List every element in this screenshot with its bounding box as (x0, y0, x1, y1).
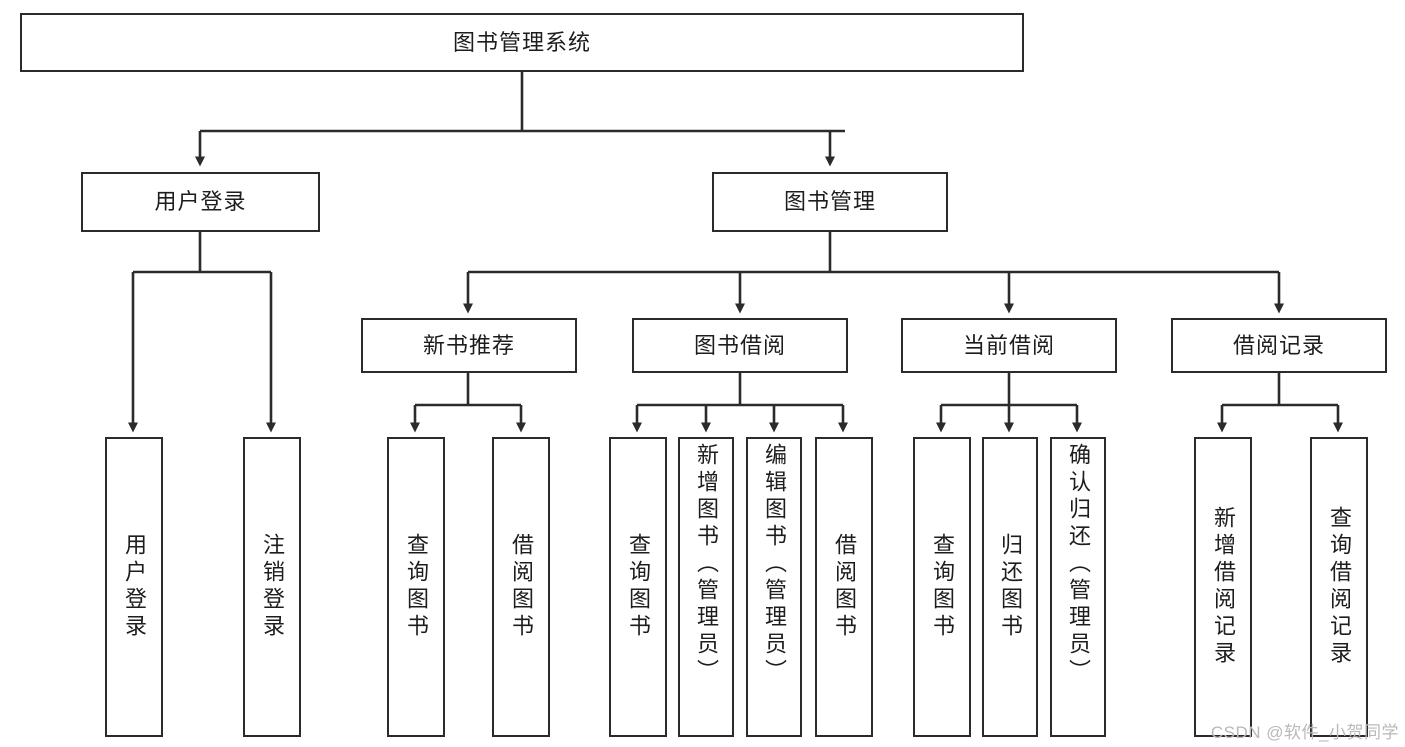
node-borrow-record-label: 借阅记录 (1232, 332, 1325, 358)
node-leaf-logout[interactable]: 注销登录 (243, 437, 301, 737)
node-book-borrow-label: 图书借阅 (693, 332, 786, 358)
node-leaf-query-book-3[interactable]: 查询图书 (913, 437, 971, 737)
node-leaf-query-book-3-label: 查询图书 (930, 533, 955, 641)
node-leaf-logout-label: 注销登录 (260, 533, 285, 641)
node-new-book-rec[interactable]: 新书推荐 (361, 318, 577, 373)
node-leaf-confirm-return[interactable]: 确认归还（管理员） (1050, 437, 1106, 737)
node-user-login[interactable]: 用户登录 (81, 172, 320, 232)
node-leaf-confirm-return-label: 确认归还（管理员） (1066, 443, 1091, 686)
node-leaf-query-book-2-label: 查询图书 (626, 533, 651, 641)
node-leaf-return-book-label: 归还图书 (998, 533, 1023, 641)
node-root[interactable]: 图书管理系统 (20, 13, 1024, 72)
node-leaf-user-login-label: 用户登录 (122, 533, 147, 641)
node-leaf-edit-book[interactable]: 编辑图书（管理员） (746, 437, 802, 737)
node-user-login-label: 用户登录 (154, 189, 247, 215)
node-leaf-add-record[interactable]: 新增借阅记录 (1194, 437, 1252, 737)
csdn-watermark: CSDN @软件_小贺同学 (1210, 723, 1399, 742)
node-current-borrow-label: 当前借阅 (962, 332, 1055, 358)
node-leaf-query-record[interactable]: 查询借阅记录 (1310, 437, 1368, 737)
node-book-manage[interactable]: 图书管理 (712, 172, 948, 232)
node-leaf-query-record-label: 查询借阅记录 (1327, 506, 1352, 668)
node-leaf-borrow-book-2[interactable]: 借阅图书 (815, 437, 873, 737)
node-leaf-borrow-book-1-label: 借阅图书 (509, 533, 534, 641)
node-leaf-return-book[interactable]: 归还图书 (982, 437, 1038, 737)
node-leaf-query-book-1[interactable]: 查询图书 (387, 437, 445, 737)
node-leaf-query-book-1-label: 查询图书 (404, 533, 429, 641)
node-book-manage-label: 图书管理 (783, 189, 876, 215)
node-leaf-query-book-2[interactable]: 查询图书 (609, 437, 667, 737)
node-book-borrow[interactable]: 图书借阅 (632, 318, 848, 373)
node-root-label: 图书管理系统 (452, 29, 591, 55)
node-leaf-edit-book-label: 编辑图书（管理员） (762, 443, 787, 686)
node-current-borrow[interactable]: 当前借阅 (901, 318, 1117, 373)
node-leaf-add-record-label: 新增借阅记录 (1211, 506, 1236, 668)
node-new-book-rec-label: 新书推荐 (422, 332, 515, 358)
node-leaf-add-book[interactable]: 新增图书（管理员） (678, 437, 734, 737)
node-leaf-user-login[interactable]: 用户登录 (105, 437, 163, 737)
node-leaf-borrow-book-2-label: 借阅图书 (832, 533, 857, 641)
node-borrow-record[interactable]: 借阅记录 (1171, 318, 1387, 373)
node-leaf-borrow-book-1[interactable]: 借阅图书 (492, 437, 550, 737)
node-leaf-add-book-label: 新增图书（管理员） (694, 443, 719, 686)
